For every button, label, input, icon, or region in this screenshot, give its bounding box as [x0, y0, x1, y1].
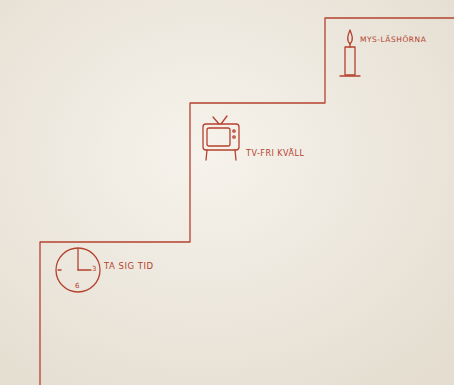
candle-symbol	[340, 30, 360, 76]
step-label: MYS-LÄSHÖRNA	[360, 36, 426, 44]
clock-numeral: 6	[75, 283, 80, 290]
step-label: TA SIG TID	[104, 262, 153, 271]
staircase-line	[40, 18, 454, 385]
clock-symbol	[56, 248, 100, 292]
tv-symbol	[203, 116, 239, 160]
step-label: TV-FRI KVÄLL	[246, 150, 304, 158]
clock-numeral: 3	[92, 266, 97, 273]
